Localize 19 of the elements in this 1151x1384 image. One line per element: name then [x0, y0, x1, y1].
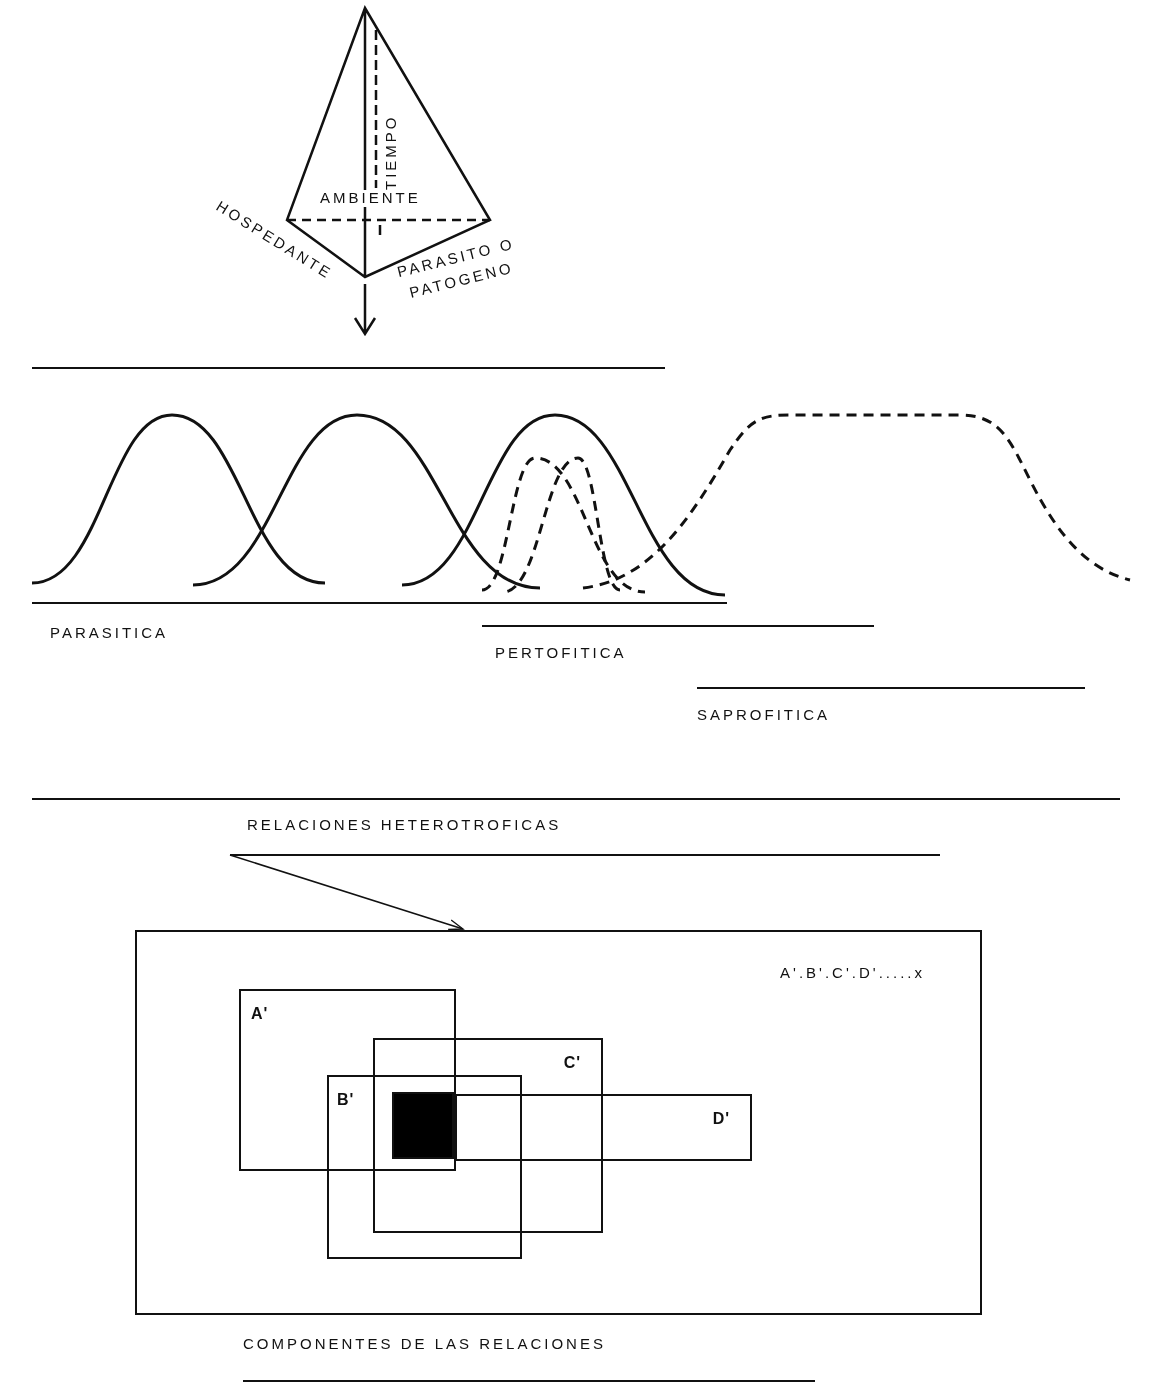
text-label: TIEMPO: [383, 114, 400, 190]
set-label: B': [337, 1091, 355, 1109]
text-label: COMPONENTES DE LAS RELACIONES: [243, 1336, 606, 1353]
heading-text: RELACIONES HETEROTROFICAS: [247, 816, 562, 833]
set-label: D': [712, 1110, 730, 1128]
set-label: A': [251, 1005, 269, 1023]
set-box: [135, 930, 982, 1315]
text-label: PARASITICA: [50, 625, 169, 642]
text-label: PERTOFITICA: [495, 645, 627, 662]
set-label: C': [563, 1054, 581, 1072]
set-box: [373, 1038, 603, 1233]
arrow: [229, 854, 464, 931]
text-label: SAPROFITICA: [697, 707, 830, 724]
text-label: AMBIENTE: [320, 190, 421, 207]
set-box: [239, 989, 456, 1171]
set-box: [455, 1094, 752, 1161]
set-box: [327, 1075, 522, 1259]
filled-square: [392, 1092, 454, 1159]
set-label: A'.B'.C'.D'.....x: [780, 964, 925, 981]
